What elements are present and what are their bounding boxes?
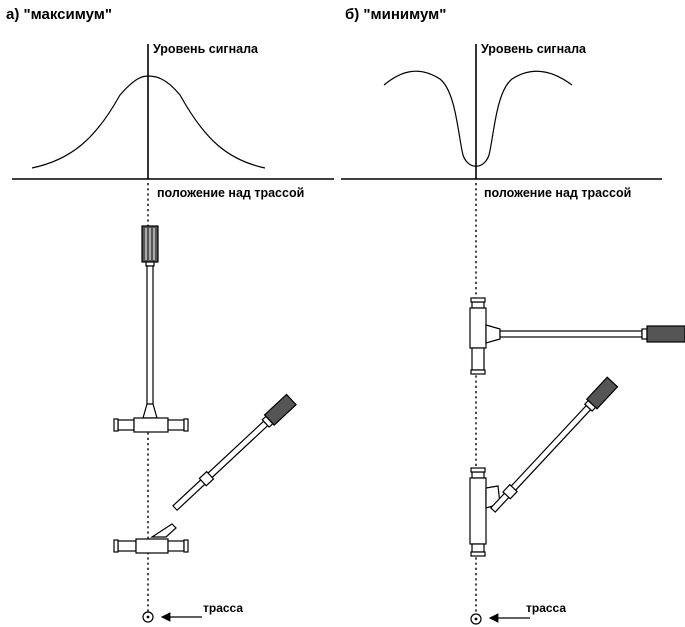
coil-end-right — [183, 539, 189, 553]
panel-b-y-axis-label: Уровень сигнала — [481, 42, 587, 56]
panel-b-route-marker-icon — [470, 613, 482, 625]
rod-tilted — [489, 404, 592, 513]
panel-b-x-axis-label: положение над трассой — [484, 186, 631, 200]
coil-end-left — [113, 539, 119, 553]
coil-body — [469, 477, 487, 545]
panel-a-route-label: трасса — [203, 601, 243, 615]
panel-b-title: б) "минимум" — [345, 6, 446, 23]
panel-a: а) "максимум" Уровень сигнала положение … — [6, 6, 334, 623]
coil-right — [167, 419, 185, 431]
panel-b-signal-curve — [383, 70, 573, 167]
coil-left — [117, 419, 135, 431]
coil-top — [471, 471, 485, 479]
rod-collar — [502, 483, 518, 500]
coil-left — [117, 540, 137, 552]
rod-collar — [198, 470, 215, 487]
handle-grip — [263, 393, 297, 426]
panel-a-route-marker-icon — [142, 611, 154, 623]
panel-b: б) "минимум" Уровень сигнала положение н… — [341, 6, 685, 625]
rod-joint — [149, 523, 177, 538]
rod-tilted — [172, 420, 269, 512]
coil-body — [135, 538, 169, 554]
panel-a-locator-vertical — [113, 225, 189, 433]
panel-a-y-axis-label: Уровень сигнала — [153, 42, 259, 56]
coil-body — [133, 417, 169, 433]
coil-end-bottom — [470, 551, 486, 557]
handle-grip — [585, 376, 619, 410]
panel-a-x-axis-label: положение над трассой — [157, 186, 304, 200]
rod — [499, 330, 643, 338]
panel-a-signal-curve — [31, 75, 266, 169]
coil-end-top — [470, 297, 486, 303]
coil-end-left — [113, 418, 119, 432]
coil-end-right — [183, 418, 189, 432]
rod-joint — [485, 324, 501, 344]
handle-ring — [145, 261, 155, 267]
coil-right — [167, 540, 185, 552]
panel-b-locator-tilted — [469, 376, 619, 557]
rod-joint — [142, 403, 158, 419]
coil-top — [471, 301, 485, 309]
coil-bottom — [471, 543, 485, 553]
handle-ring — [641, 328, 648, 340]
panel-b-locator-horizontal — [469, 297, 685, 375]
coil-bottom — [471, 347, 485, 371]
coil-end-top — [470, 467, 486, 473]
coil-end-bottom — [470, 369, 486, 375]
panel-a-title: а) "максимум" — [6, 6, 112, 23]
panel-a-locator-tilted — [113, 393, 297, 554]
panel-b-route-label: трасса — [526, 601, 566, 615]
rod — [146, 265, 154, 409]
coil-body — [469, 307, 487, 349]
handle-grip — [646, 325, 685, 343]
